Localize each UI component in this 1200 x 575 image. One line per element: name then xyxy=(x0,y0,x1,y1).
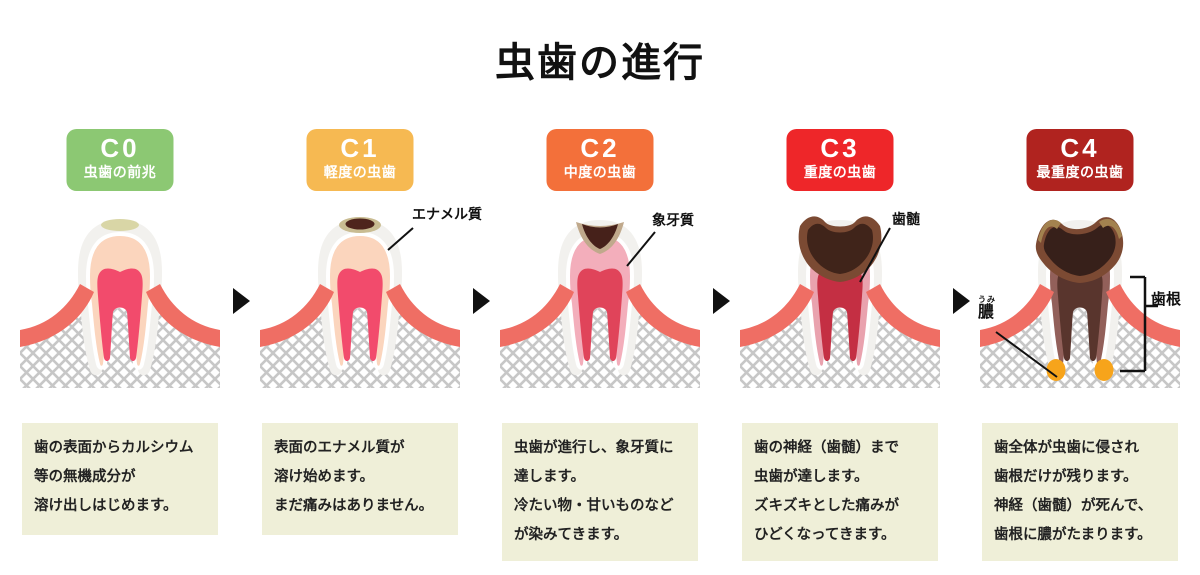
tooth-illustration-c4 xyxy=(980,217,1180,390)
stage-name: 虫歯の前兆 xyxy=(83,164,157,180)
enamel-decay-cavity xyxy=(345,218,375,230)
stage-code: C0 xyxy=(100,133,140,163)
stage-badge-c1: C1 軽度の虫歯 xyxy=(306,129,414,191)
page-title: 虫歯の進行 xyxy=(495,41,705,85)
annotation-pus-line xyxy=(995,331,1058,378)
tooth-illustration-c3 xyxy=(740,216,940,390)
stage-code: C3 xyxy=(820,133,860,163)
cavity-tan-rim-left xyxy=(1038,219,1061,243)
crown-destroyed-cavity xyxy=(1043,224,1116,276)
annotation-root-label: 歯根 xyxy=(1151,291,1182,308)
arrow-right-icon xyxy=(713,288,730,314)
pus-left xyxy=(1046,359,1066,381)
annotation-pus-label: うみ 膿 xyxy=(978,296,996,322)
tooth-illustration-c0 xyxy=(20,218,220,390)
dentin-decay-cavity xyxy=(582,224,618,249)
root-bracket xyxy=(1120,275,1158,373)
stage-code: C4 xyxy=(1060,133,1100,163)
arrow-right-icon xyxy=(233,288,250,314)
stage-column-c1: C1 軽度の虫歯 表面のエナメル質が 溶け始めます。 まだ痛みはありません。 xyxy=(240,0,480,575)
annotation-pulp-label: 歯髄 xyxy=(892,211,920,227)
stage-description-c2: 虫歯が進行し、象牙質に 達します。 冷たい物・甘いものなど が染みてきます。 xyxy=(502,423,698,561)
arrow-right-icon xyxy=(473,288,490,314)
stage-description-c3: 歯の神経（歯髄）まで 虫歯が達します。 ズキズキとした痛みが ひどくなってきます… xyxy=(742,423,938,561)
annotation-dentin-label: 象牙質 xyxy=(652,212,694,228)
stage-column-c4: C4 最重度の虫歯 歯全体が虫歯に侵され 歯根だけが残ります。 神経（歯髄）が死… xyxy=(960,0,1200,575)
annotation-dentin-line xyxy=(626,231,656,267)
stage-column-c0: C0 虫歯の前兆 歯の表面からカルシウム 等の無機成分が 溶け出しはじめます。 xyxy=(0,0,240,575)
pus-right xyxy=(1094,359,1114,381)
annotation-pulp-line xyxy=(859,227,891,283)
stage-badge-c2: C2 中度の虫歯 xyxy=(546,129,654,191)
tooth-illustration-c1 xyxy=(260,217,460,390)
pus-kanji: 膿 xyxy=(978,304,995,321)
stage-name: 重度の虫歯 xyxy=(803,164,877,180)
annotation-enamel-label: エナメル質 xyxy=(412,206,482,222)
pus-furigana: うみ xyxy=(978,295,996,304)
stage-code: C1 xyxy=(340,133,380,163)
stage-name: 軽度の虫歯 xyxy=(323,164,397,180)
stage-badge-c0: C0 虫歯の前兆 xyxy=(66,129,174,191)
stage-code: C2 xyxy=(580,133,620,163)
stage-column-c3: C3 重度の虫歯 歯の神経（歯髄）まで 虫歯が達します。 ズキズキとした痛みが … xyxy=(720,0,960,575)
arrow-right-icon xyxy=(953,288,970,314)
cavity-tan-rim-right xyxy=(1099,218,1122,239)
stage-description-c1: 表面のエナメル質が 溶け始めます。 まだ痛みはありません。 xyxy=(262,423,458,535)
stage-name: 最重度の虫歯 xyxy=(1036,164,1124,180)
pulp-decay-cavity xyxy=(807,223,873,274)
early-decay-spot xyxy=(101,219,139,231)
stage-description-c4: 歯全体が虫歯に侵され 歯根だけが残ります。 神経（歯髄）が死んで、 歯根に膿がた… xyxy=(982,423,1178,561)
stage-name: 中度の虫歯 xyxy=(563,164,637,180)
stage-description-c0: 歯の表面からカルシウム 等の無機成分が 溶け出しはじめます。 xyxy=(22,423,218,535)
stage-column-c2: C2 中度の虫歯 虫歯が進行し、象牙質に 達します。 冷たい物・甘いものなど が… xyxy=(480,0,720,575)
stage-badge-c3: C3 重度の虫歯 xyxy=(786,129,894,191)
stage-badge-c4: C4 最重度の虫歯 xyxy=(1026,129,1134,191)
tooth-illustration-c2 xyxy=(500,218,700,390)
annotation-enamel-line xyxy=(387,227,414,251)
